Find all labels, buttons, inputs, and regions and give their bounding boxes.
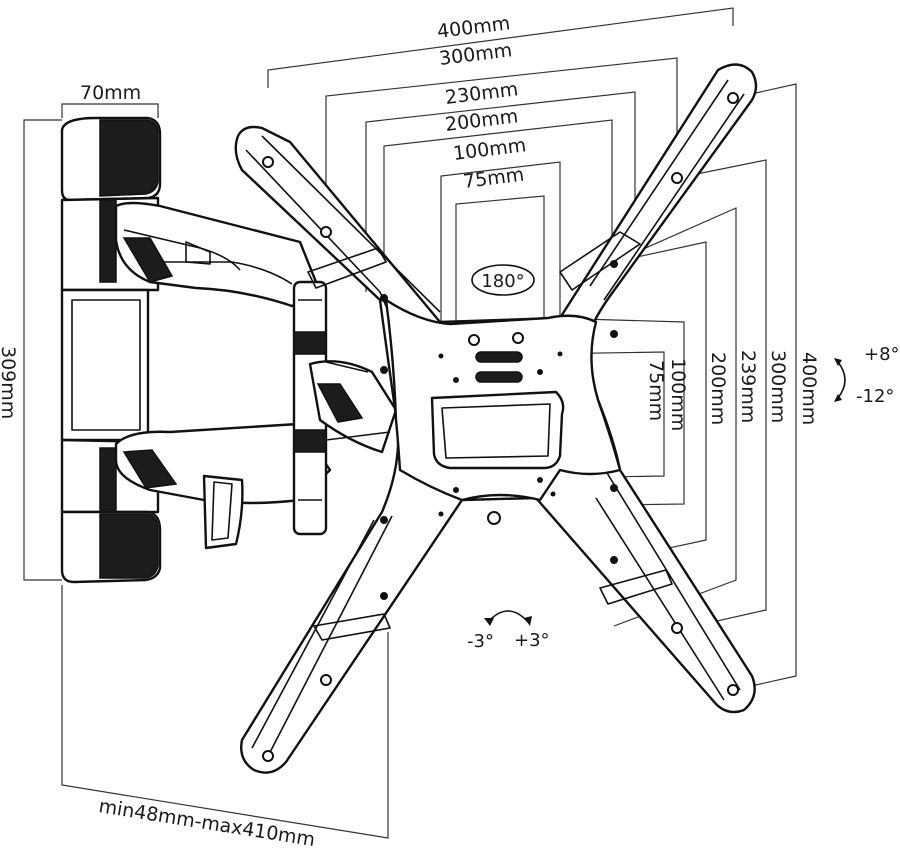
tilt-up-label: +8° — [864, 344, 900, 365]
level-plus-label: +3° — [514, 630, 550, 651]
vesa-width-75-label: 75mm — [462, 164, 525, 193]
vesa-height-75-label: 75mm — [645, 360, 667, 421]
upper-arm — [114, 201, 322, 308]
vesa-width-230-label: 230mm — [444, 78, 519, 109]
extension-depth-label: min48mm-max410mm — [97, 795, 316, 851]
hole-bottom-right-inner — [671, 622, 683, 634]
plate-width-label: 70mm — [80, 82, 141, 104]
wall-plate — [60, 116, 162, 584]
top-dimension-brackets — [267, 7, 734, 378]
vesa-width-400-label: 400mm — [436, 12, 511, 43]
rotation-180-label: 180° — [481, 271, 524, 292]
hole-bottom-right-outer — [727, 684, 739, 696]
lower-arm — [114, 422, 332, 550]
level-arc-icon — [487, 610, 529, 623]
mounting-holes — [262, 92, 739, 762]
tv-bracket — [234, 63, 758, 774]
top-dimension-labels: 400mm 300mm 230mm 200mm 100mm 75mm — [436, 12, 527, 193]
vesa-height-300-label: 300mm — [767, 350, 789, 423]
vesa-width-300-label: 300mm — [438, 39, 513, 70]
level-indicator: -3° +3° — [467, 610, 550, 652]
left-dimension-lines — [23, 103, 389, 839]
rotation-180-badge: 180° — [471, 264, 535, 296]
hole-top-left-inner — [320, 226, 332, 238]
hole-top-right-inner — [671, 172, 683, 184]
vesa-height-400-label: 400mm — [798, 352, 820, 425]
pivot-column — [292, 280, 328, 536]
vesa-width-100-label: 100mm — [452, 134, 527, 165]
vesa-height-200-label: 200mm — [707, 352, 729, 425]
tilt-arc-icon — [837, 361, 846, 399]
short-arms — [308, 360, 398, 454]
vesa-height-239-label: 239mm — [737, 350, 759, 423]
vesa-height-100-label: 100mm — [667, 358, 689, 431]
hole-bottom-left-outer — [262, 750, 274, 762]
right-dimension-labels: 75mm 100mm 200mm 239mm 300mm 400mm — [645, 350, 820, 431]
hole-top-right-outer — [727, 92, 739, 104]
screw-points — [380, 260, 618, 600]
hole-top-left-outer — [262, 156, 274, 168]
level-minus-label: -3° — [467, 631, 494, 652]
tilt-down-label: -12° — [856, 386, 894, 407]
hole-bottom-left-inner — [320, 674, 332, 686]
plate-height-label: 309mm — [0, 346, 19, 419]
tilt-indicator: +8° -12° — [834, 344, 900, 407]
